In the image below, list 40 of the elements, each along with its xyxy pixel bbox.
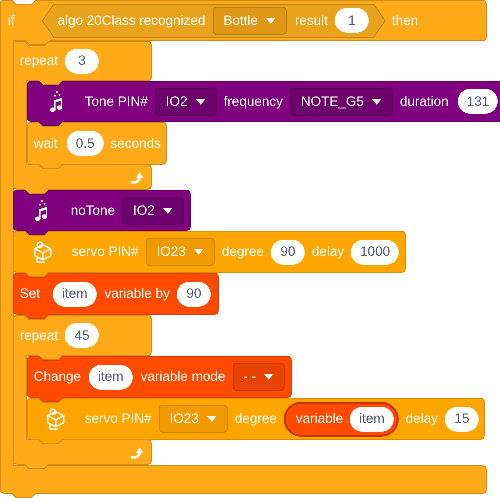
block-label: servo PIN# — [85, 411, 152, 427]
block-label: variable by — [104, 286, 170, 302]
block-label: degree — [235, 411, 278, 427]
tone-block — [27, 81, 500, 126]
pin-dropdown: IO2 — [155, 88, 217, 116]
block-label: algo 20Class recognized — [58, 12, 206, 28]
block-label: delay — [406, 411, 438, 427]
set-variable-block — [13, 273, 220, 319]
block-label: then — [392, 12, 418, 28]
notone-block — [13, 190, 192, 235]
wait-block — [27, 122, 168, 169]
pin-dropdown: IO23 — [146, 238, 216, 266]
servo-block — [27, 398, 486, 444]
block-label: delay — [312, 244, 344, 260]
block-label: repeat — [20, 53, 58, 69]
block-label: variable mode — [140, 369, 226, 385]
variable-name-field: item — [350, 406, 394, 432]
block-label: servo PIN# — [72, 244, 139, 260]
block-label: repeat — [20, 328, 58, 344]
block-label: seconds — [110, 136, 162, 152]
block-label: Set — [20, 286, 40, 302]
object-dropdown: Bottle — [212, 6, 288, 34]
block-label: if — [8, 12, 15, 28]
change-variable-block — [27, 356, 292, 402]
mode-dropdown: - - — [232, 363, 286, 391]
block-label: noTone — [71, 202, 116, 218]
block-label: duration — [400, 94, 449, 110]
variable-reporter — [284, 402, 399, 436]
block-label: degree — [222, 244, 264, 260]
block-label: result — [295, 12, 328, 28]
note-dropdown: NOTE_G5 — [290, 88, 394, 116]
block-label: frequency — [224, 94, 284, 110]
block-label: wait — [34, 136, 58, 152]
block-label: Tone PIN# — [85, 94, 148, 110]
pin-dropdown: IO23 — [158, 405, 228, 433]
servo-block — [13, 231, 406, 277]
block-label: variable — [296, 411, 344, 427]
condition-block — [42, 4, 386, 38]
pin-dropdown: IO2 — [122, 196, 184, 224]
block-label: Change — [34, 369, 82, 385]
